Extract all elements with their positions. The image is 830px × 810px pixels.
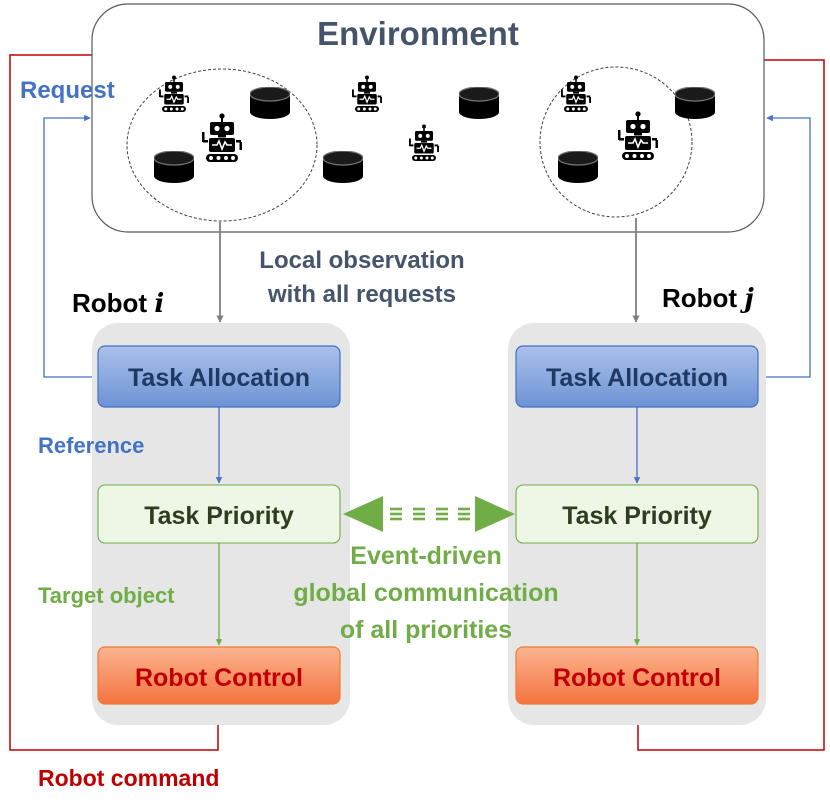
object-cylinder-icon bbox=[459, 87, 499, 119]
robot-i-title: Robot i bbox=[72, 288, 164, 319]
object-cylinder-icon bbox=[323, 151, 363, 183]
robot-j-robot-control-label: Robot Control bbox=[553, 664, 721, 692]
robot-i-robot-control-box bbox=[97, 646, 341, 705]
object-cylinder-icon bbox=[558, 151, 598, 183]
target-object-label: Target object bbox=[38, 583, 175, 608]
object-cylinder-icon bbox=[154, 151, 194, 183]
reference-label: Reference bbox=[38, 433, 144, 458]
request-loop-j bbox=[758, 114, 811, 378]
request-loop-i bbox=[43, 114, 98, 378]
event-driven-label-line2: global communication bbox=[293, 579, 558, 607]
request-label: Request bbox=[20, 77, 115, 104]
robot-j-task-priority-label: Task Priority bbox=[562, 502, 712, 530]
local-observation-label-line2: with all requests bbox=[267, 281, 456, 308]
robot-i-task-priority-label: Task Priority bbox=[144, 502, 294, 530]
communication-double-arrow bbox=[343, 496, 515, 532]
robot-j-task-allocation-label: Task Allocation bbox=[546, 364, 728, 392]
environment-title: Environment bbox=[317, 15, 519, 52]
local-observation-label-line1: Local observation bbox=[259, 247, 464, 274]
robot-i-task-allocation-label: Task Allocation bbox=[128, 364, 310, 392]
robot-command-label: Robot command bbox=[38, 765, 219, 791]
event-driven-label-line1: Event-driven bbox=[350, 542, 501, 570]
observation-zone-j bbox=[539, 66, 693, 218]
robot-i-robot-control-label: Robot Control bbox=[135, 664, 303, 692]
object-cylinder-icon bbox=[250, 87, 290, 119]
robot-j-robot-control-box bbox=[515, 646, 759, 705]
robot-j-title: Robot j bbox=[662, 283, 754, 314]
object-cylinder-icon bbox=[675, 87, 715, 119]
event-driven-label-line3: of all priorities bbox=[340, 616, 512, 644]
observation-zone-i bbox=[126, 68, 318, 222]
